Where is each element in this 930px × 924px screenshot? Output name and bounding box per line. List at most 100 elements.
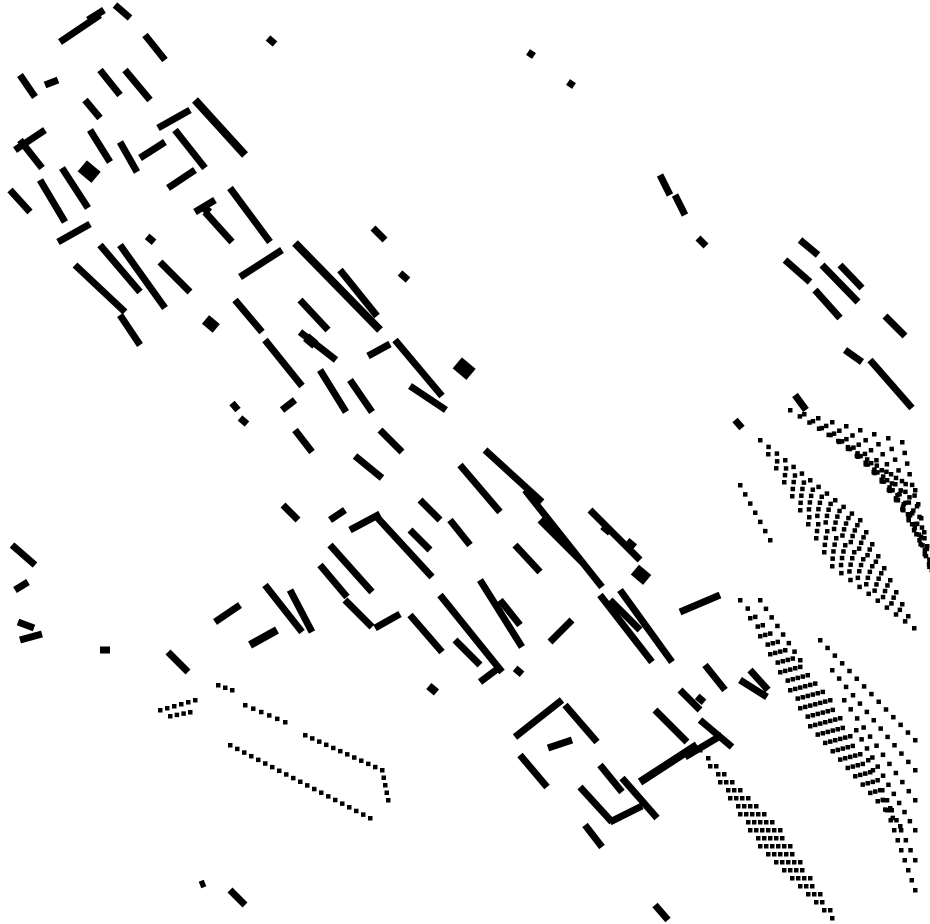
small-structure — [830, 564, 835, 569]
small-structure — [748, 804, 753, 809]
small-structure — [291, 775, 296, 781]
small-structure — [774, 451, 780, 456]
building — [292, 427, 315, 455]
small-structure — [825, 729, 830, 735]
small-structure — [828, 501, 833, 507]
building — [122, 67, 153, 103]
small-structure — [900, 440, 905, 445]
building — [297, 329, 339, 363]
small-structure — [848, 539, 854, 545]
building — [87, 128, 113, 164]
small-structure — [824, 491, 830, 496]
small-structure — [352, 755, 357, 760]
small-structure — [298, 779, 303, 784]
small-structure — [816, 484, 821, 490]
building — [36, 178, 69, 224]
small-structure — [823, 535, 829, 541]
small-structure — [380, 768, 385, 773]
small-structure — [802, 876, 807, 881]
small-structure — [803, 684, 808, 689]
small-structure — [263, 761, 268, 766]
small-structure — [919, 525, 925, 530]
building — [842, 347, 865, 365]
small-structure — [889, 808, 894, 813]
small-structure — [758, 820, 763, 825]
building — [262, 582, 305, 635]
small-structure — [816, 426, 822, 431]
small-structure — [738, 483, 743, 488]
small-structure — [774, 860, 779, 865]
small-structure — [875, 778, 880, 783]
small-structure — [893, 770, 899, 776]
small-structure — [878, 726, 883, 731]
small-structure — [768, 652, 773, 657]
small-structure — [753, 510, 758, 515]
small-structure — [805, 714, 810, 719]
small-structure — [900, 504, 906, 510]
small-structure — [889, 446, 894, 452]
small-structure — [911, 508, 916, 513]
small-structure — [887, 488, 893, 494]
small-structure — [728, 796, 733, 801]
small-structure — [875, 799, 880, 804]
small-structure — [876, 576, 881, 581]
building — [347, 378, 375, 414]
small-structure — [763, 528, 768, 534]
small-structure — [920, 543, 925, 548]
small-structure — [834, 536, 839, 541]
building — [426, 682, 440, 696]
small-structure — [174, 712, 180, 718]
small-structure — [798, 658, 803, 663]
small-structure — [766, 852, 771, 857]
small-structure — [835, 514, 840, 519]
small-structure — [850, 433, 855, 438]
small-structure — [366, 761, 371, 767]
small-structure — [785, 657, 790, 663]
small-structure — [778, 670, 783, 675]
building — [477, 664, 503, 685]
small-structure — [808, 682, 813, 688]
building — [882, 313, 908, 339]
small-structure — [361, 812, 366, 817]
small-structure — [843, 684, 849, 690]
small-structure — [867, 734, 873, 739]
small-structure — [852, 550, 857, 555]
small-structure — [864, 582, 869, 587]
building — [13, 127, 47, 153]
small-structure — [914, 532, 919, 537]
building — [652, 707, 690, 745]
small-structure — [853, 753, 858, 758]
small-structure — [833, 738, 838, 743]
building — [577, 784, 615, 825]
small-structure — [354, 808, 359, 814]
small-structure — [359, 758, 364, 763]
building — [837, 262, 865, 291]
small-structure — [317, 739, 322, 744]
small-structure — [885, 734, 890, 740]
building — [144, 233, 157, 245]
small-structure — [780, 659, 785, 664]
small-structure — [333, 797, 338, 803]
small-structure — [839, 439, 845, 444]
small-structure — [897, 492, 902, 497]
small-structure — [764, 844, 769, 849]
small-structure — [844, 424, 849, 429]
small-structure — [850, 764, 855, 769]
building — [397, 270, 411, 283]
small-structure — [823, 520, 828, 525]
small-structure — [795, 696, 800, 701]
small-structure — [775, 660, 780, 665]
small-structure — [912, 626, 917, 631]
small-structure — [918, 534, 924, 540]
small-structure — [864, 457, 870, 462]
small-structure — [181, 711, 186, 716]
small-structure — [839, 555, 845, 561]
small-structure — [810, 418, 816, 424]
small-structure — [896, 800, 902, 806]
small-structure — [786, 640, 792, 646]
small-structure — [843, 756, 848, 761]
small-structure — [863, 771, 868, 776]
small-structure — [806, 507, 812, 512]
small-structure — [790, 677, 795, 682]
